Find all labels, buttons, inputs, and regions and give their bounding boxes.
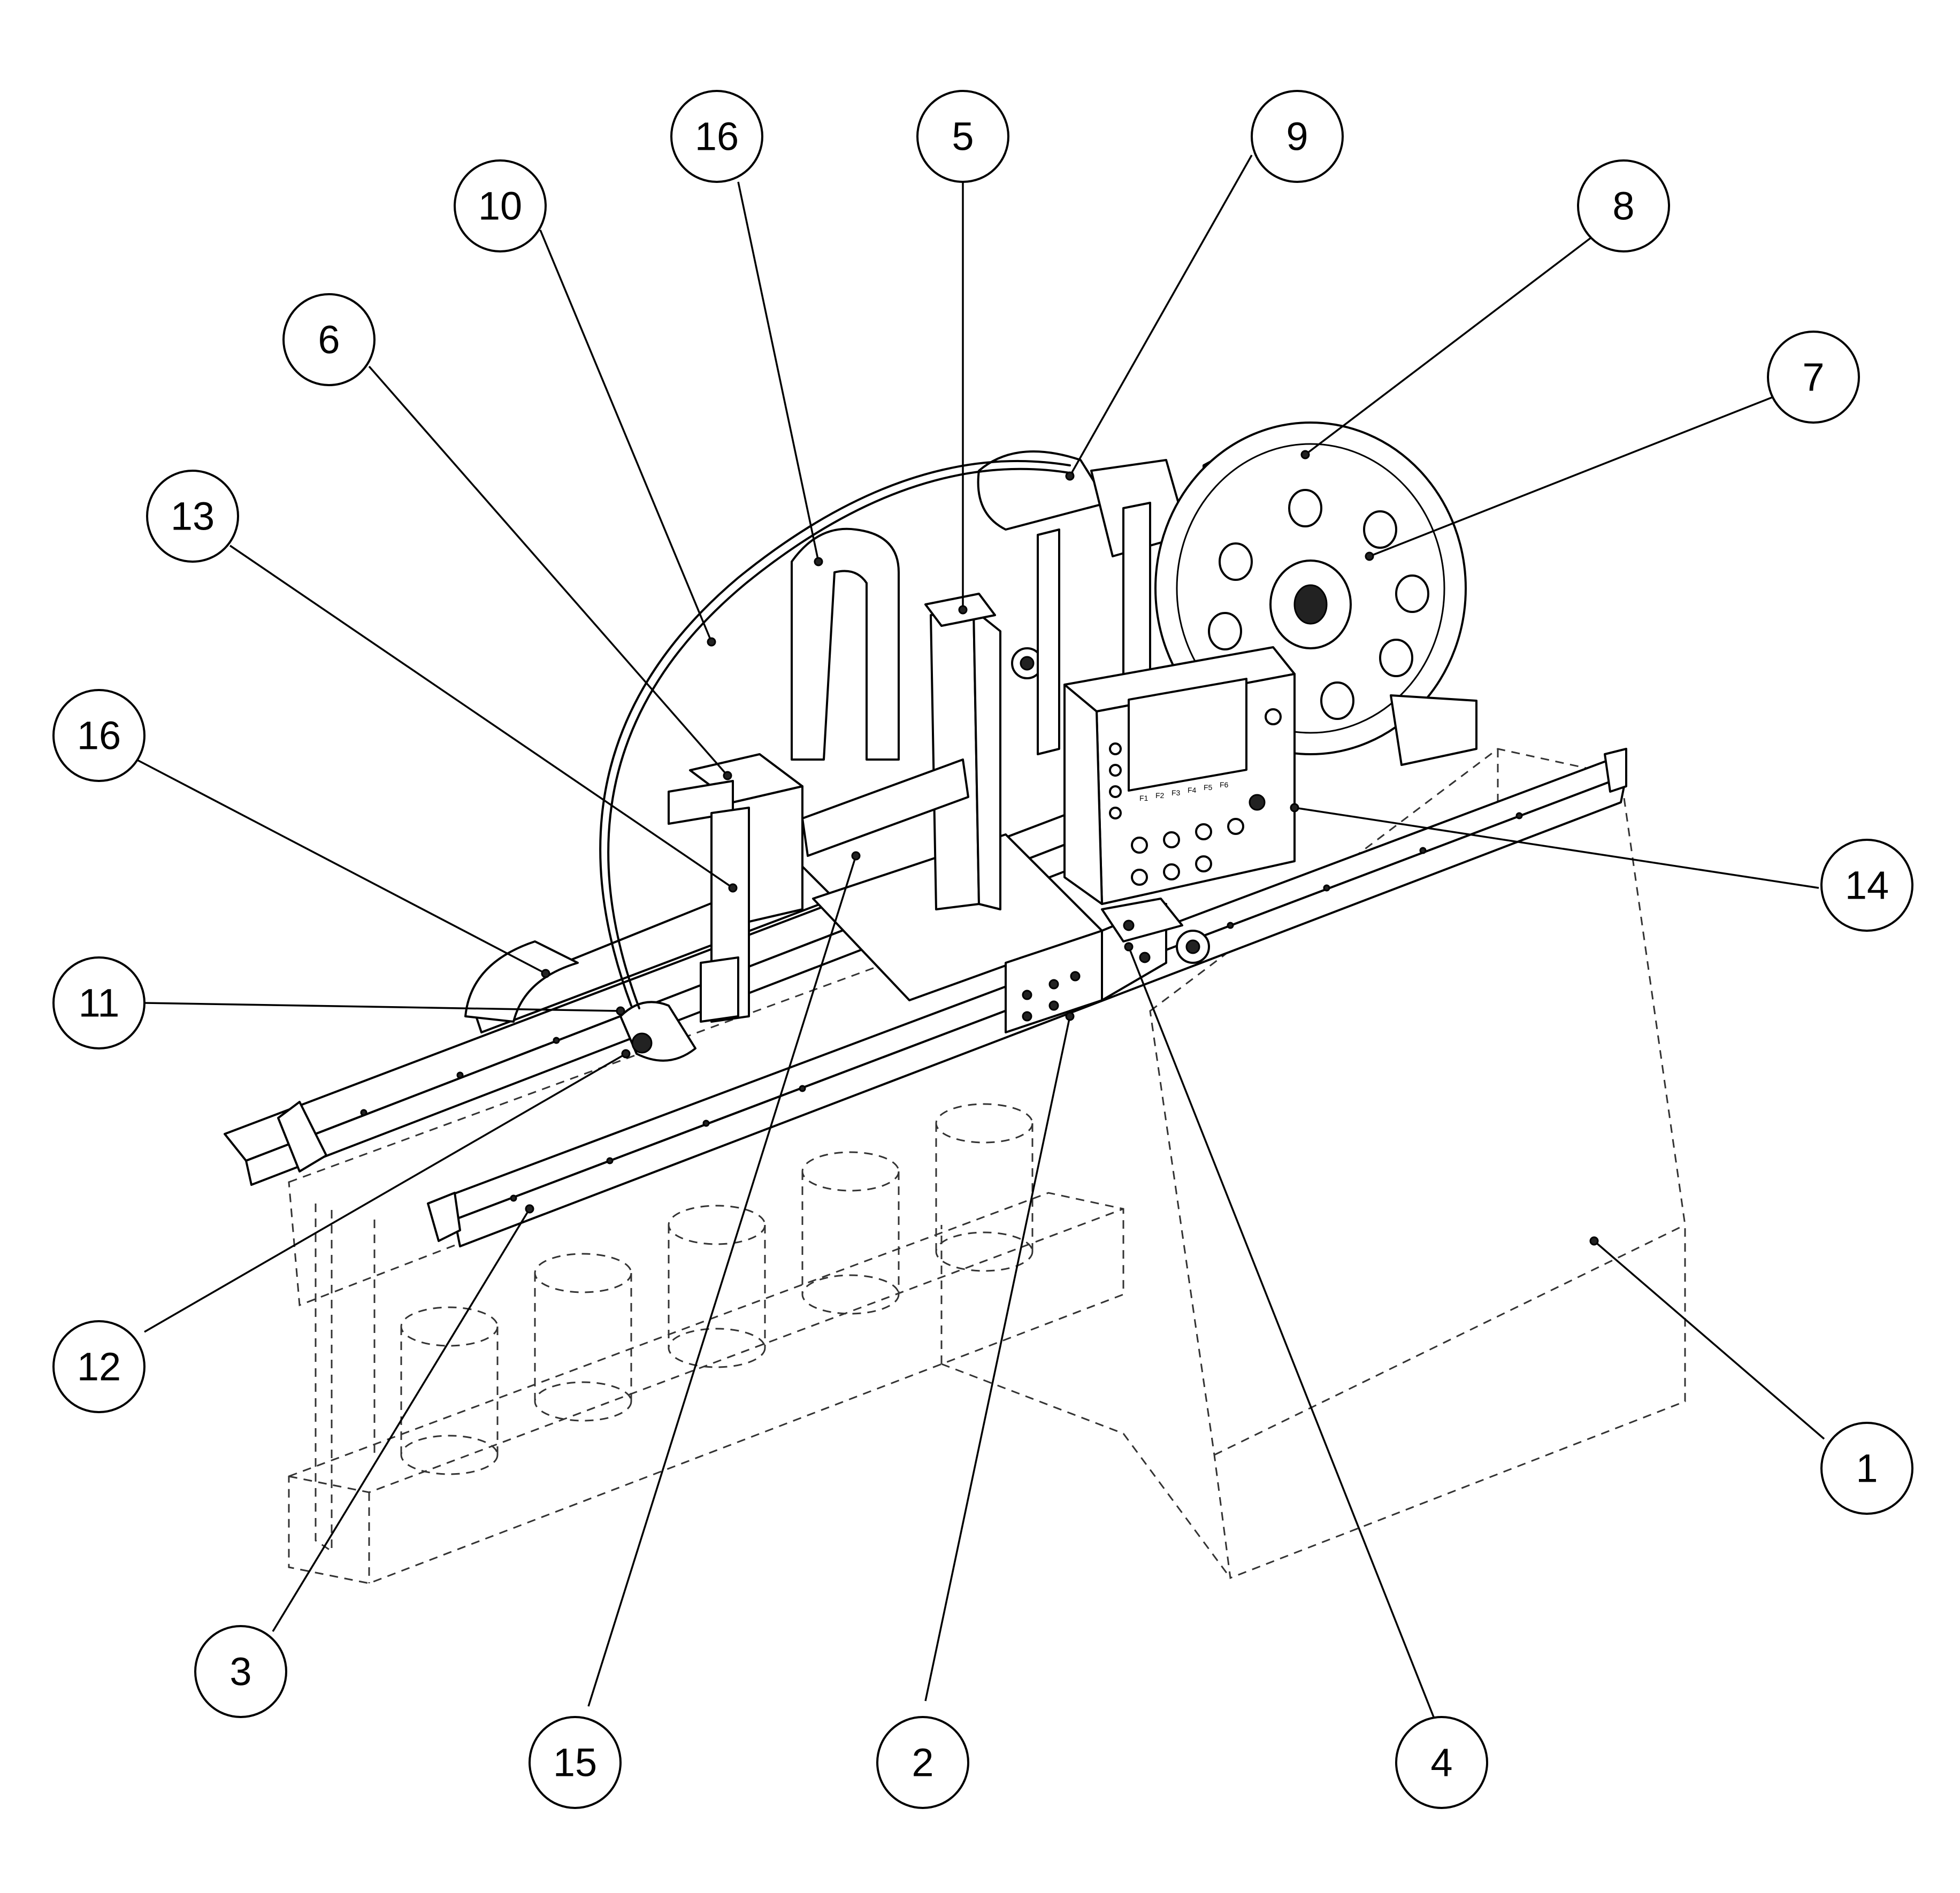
wire-feeder <box>977 450 1189 755</box>
callout-9: 9 <box>1251 90 1344 183</box>
svg-text:2: 2 <box>912 1741 933 1785</box>
svg-text:5: 5 <box>952 114 974 159</box>
svg-text:15: 15 <box>553 1741 597 1785</box>
panel-key-label: F4 <box>1188 786 1197 794</box>
svg-text:10: 10 <box>478 184 522 228</box>
svg-text:12: 12 <box>77 1345 121 1389</box>
hidden-workpiece <box>288 748 1686 1584</box>
svg-text:8: 8 <box>1612 184 1634 228</box>
callout-16-top: 16 <box>670 90 763 183</box>
callout-15: 15 <box>529 1716 622 1809</box>
svg-text:11: 11 <box>79 981 120 1025</box>
torch-hose <box>599 459 1071 1007</box>
callout-1: 1 <box>1820 1422 1913 1515</box>
callout-16-left: 16 <box>52 689 146 782</box>
callout-12: 12 <box>52 1320 146 1413</box>
callout-8: 8 <box>1577 159 1670 252</box>
svg-text:1: 1 <box>1856 1446 1878 1491</box>
callout-4: 4 <box>1395 1716 1488 1809</box>
callout-11: 11 <box>52 956 146 1049</box>
callout-7: 7 <box>1767 331 1860 424</box>
svg-text:14: 14 <box>1845 863 1889 908</box>
panel-key-label: F5 <box>1204 783 1213 792</box>
callout-6: 6 <box>282 293 376 386</box>
rail-system <box>224 748 1627 1247</box>
panel-key-label: F1 <box>1139 794 1149 802</box>
svg-text:7: 7 <box>1802 355 1824 400</box>
callout-3: 3 <box>194 1625 287 1718</box>
drive-unit <box>1101 898 1210 964</box>
callout-2: 2 <box>876 1716 969 1809</box>
panel-key-label: F3 <box>1172 788 1181 797</box>
panel-key-label: F2 <box>1155 791 1165 800</box>
callout-13: 13 <box>146 470 239 563</box>
svg-text:16: 16 <box>695 114 739 159</box>
svg-text:4: 4 <box>1430 1741 1452 1785</box>
wire-reel <box>1154 421 1477 766</box>
svg-text:13: 13 <box>171 494 215 539</box>
svg-text:16: 16 <box>77 714 121 758</box>
svg-text:3: 3 <box>229 1650 251 1694</box>
control-panel: F1 F2 F3 F4 F5 F6 <box>1063 646 1296 905</box>
panel-key-label: F6 <box>1220 780 1229 789</box>
callout-14: 14 <box>1820 839 1913 932</box>
callout-10: 10 <box>454 159 547 252</box>
svg-text:6: 6 <box>318 318 340 362</box>
callout-5: 5 <box>916 90 1009 183</box>
leader-lines <box>136 155 1825 1718</box>
svg-text:9: 9 <box>1286 114 1308 159</box>
